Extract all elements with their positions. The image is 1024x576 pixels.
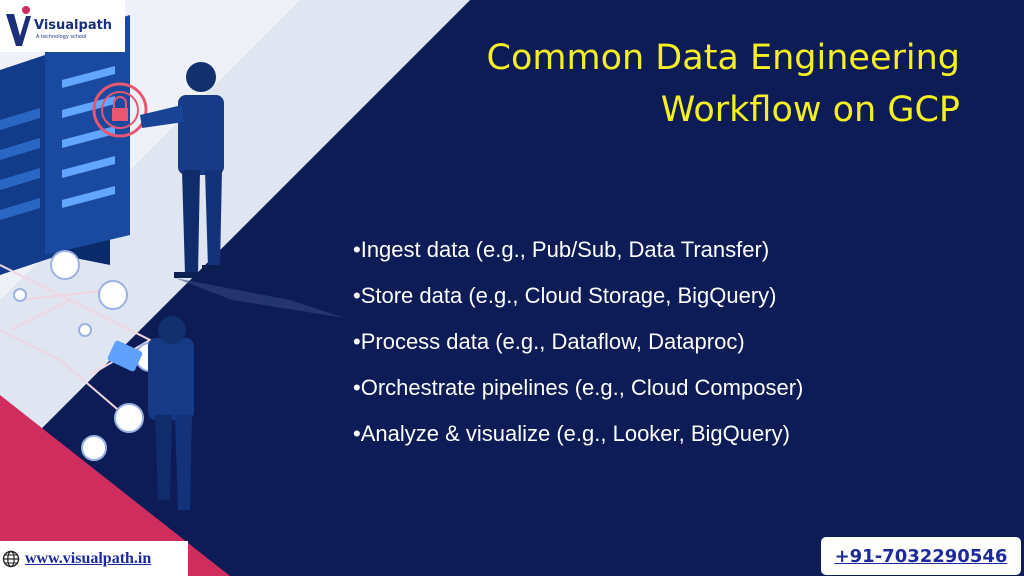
list-item: •Store data (e.g., Cloud Storage, BigQue… — [353, 283, 777, 308]
title-line-1: Common Data Engineering — [486, 38, 960, 78]
list-item: •Process data (e.g., Dataflow, Dataproc) — [353, 329, 745, 354]
accent-stripe — [0, 395, 230, 576]
slide-title: Common Data Engineering Workflow on GCP — [440, 32, 960, 136]
logo-tagline: A technology school — [36, 34, 87, 40]
phone-box: +91-7032290546 — [821, 537, 1021, 575]
person-with-tablet — [107, 316, 194, 510]
lock-icon — [92, 82, 148, 138]
list-item: •Analyze & visualize (e.g., Looker, BigQ… — [353, 421, 790, 446]
visualpath-logo: Visualpath A technology school — [0, 0, 125, 52]
globe-icon — [2, 550, 20, 567]
logo-v-mark — [6, 6, 31, 46]
workflow-list: •Ingest data (e.g., Pub/Sub, Data Transf… — [353, 233, 803, 463]
title-line-2: Workflow on GCP — [660, 90, 960, 130]
list-item: •Ingest data (e.g., Pub/Sub, Data Transf… — [353, 237, 770, 262]
circuit-nodes — [13, 250, 165, 461]
person-standing — [140, 62, 345, 318]
list-item: •Orchestrate pipelines (e.g., Cloud Comp… — [353, 375, 804, 400]
circuit-lines — [0, 264, 153, 421]
website-box: www.visualpath.in — [0, 541, 188, 576]
server-racks — [0, 15, 130, 275]
phone-link[interactable]: +91-7032290546 — [834, 545, 1008, 567]
website-link[interactable]: www.visualpath.in — [25, 549, 152, 567]
logo-name: Visualpath — [34, 18, 113, 33]
